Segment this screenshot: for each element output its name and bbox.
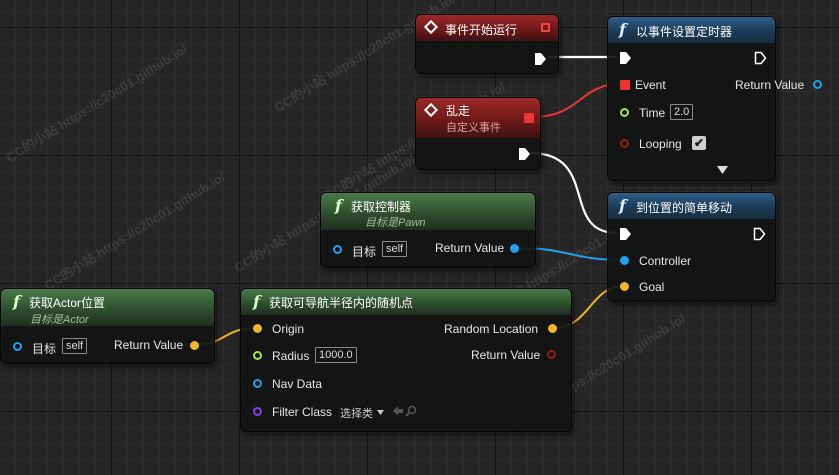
return-value-pin[interactable] [190, 341, 199, 350]
node-title: 获取可导航半径内的随机点 [269, 296, 414, 310]
nav-data-label: Nav Data [272, 377, 323, 391]
node-title: 获取控制器 [351, 200, 412, 214]
return-value-label: Return Value [435, 241, 505, 255]
event-icon [423, 102, 439, 118]
function-icon: f [253, 292, 260, 311]
node-subtitle: 目标是Actor [30, 314, 89, 326]
filter-class-dropdown[interactable]: 选择类 [340, 408, 373, 420]
return-value-label: Return Value [471, 348, 541, 362]
origin-pin[interactable] [253, 324, 262, 333]
event-pin-label: Event [635, 78, 666, 92]
goal-pin[interactable] [620, 282, 629, 291]
looping-checkbox[interactable]: ✔ [692, 136, 706, 150]
event-icon [423, 19, 439, 35]
radius-pin[interactable] [253, 351, 262, 360]
exec-wire-wander [529, 151, 618, 235]
custom-event-wander-node[interactable]: 乱走 自定义事件 [415, 97, 541, 170]
time-pin[interactable] [620, 108, 629, 117]
nav-data-pin[interactable] [253, 379, 262, 388]
target-self-input[interactable]: self [382, 241, 408, 257]
controller-pin[interactable] [620, 256, 629, 265]
target-label: 目标 [352, 245, 377, 259]
dropdown-arrow-icon[interactable] [377, 410, 384, 415]
use-selected-arrow-icon[interactable] [392, 405, 404, 417]
node-title: 获取Actor位置 [29, 296, 106, 310]
goal-pin-label: Goal [639, 280, 665, 294]
exec-in-pin[interactable] [619, 227, 632, 241]
random-reachable-point-node[interactable]: f 获取可导航半径内的随机点 Origin Random Location Ra… [240, 288, 572, 432]
target-label: 目标 [32, 342, 57, 356]
random-location-label: Random Location [444, 322, 539, 336]
looping-pin-label: Looping [639, 137, 682, 151]
return-value-pin[interactable] [813, 80, 822, 89]
node-subtitle: 目标是Pawn [365, 217, 426, 229]
target-pin[interactable] [333, 245, 342, 254]
return-value-label: Return Value [735, 78, 805, 92]
delegate-pin-icon[interactable] [541, 23, 550, 32]
exec-out-pin[interactable] [753, 227, 766, 241]
get-controller-node[interactable]: f 获取控制器 目标是Pawn 目标 self Return Value [320, 192, 536, 268]
random-location-pin[interactable] [548, 324, 557, 333]
time-pin-label: Time [639, 106, 666, 120]
node-title: 以事件设置定时器 [636, 25, 733, 39]
return-value-label: Return Value [114, 338, 184, 352]
node-title: 事件开始运行 [445, 23, 518, 37]
expand-arrow-icon[interactable] [717, 166, 728, 174]
set-timer-by-event-node[interactable]: f 以事件设置定时器 Event Return Value Time 2.0 L… [607, 16, 822, 181]
exec-out-pin[interactable] [518, 147, 531, 161]
function-icon: f [619, 196, 626, 215]
return-value-pin[interactable] [547, 350, 556, 359]
exec-out-pin[interactable] [534, 52, 547, 66]
looping-pin[interactable] [620, 139, 629, 148]
function-icon: f [335, 196, 342, 215]
simple-move-to-location-node[interactable]: f 到位置的简单移动 Controller Goal [607, 192, 776, 302]
time-input[interactable]: 2.0 [670, 104, 694, 120]
function-icon: f [619, 20, 626, 39]
origin-pin-label: Origin [272, 322, 305, 336]
function-icon: f [13, 292, 20, 311]
exec-out-pin[interactable] [754, 51, 767, 65]
node-title: 乱走 [446, 104, 471, 118]
event-begin-play-node[interactable]: 事件开始运行 [415, 14, 559, 74]
filter-class-label: Filter Class [272, 405, 333, 419]
controller-pin-label: Controller [639, 254, 692, 268]
filter-class-pin[interactable] [253, 407, 262, 416]
delegate-out-pin[interactable] [524, 113, 534, 123]
node-subtitle: 自定义事件 [446, 122, 501, 134]
return-value-pin[interactable] [510, 244, 519, 253]
get-actor-location-node[interactable]: f 获取Actor位置 目标是Actor 目标 self Return Valu… [0, 288, 215, 364]
browse-search-icon[interactable] [405, 405, 417, 417]
radius-input[interactable]: 1000.0 [315, 347, 357, 363]
target-pin[interactable] [13, 342, 22, 351]
node-title: 到位置的简单移动 [636, 201, 733, 215]
target-self-input[interactable]: self [62, 338, 88, 354]
exec-in-pin[interactable] [619, 51, 632, 65]
event-delegate-pin[interactable] [620, 80, 630, 90]
radius-pin-label: Radius [272, 349, 310, 363]
